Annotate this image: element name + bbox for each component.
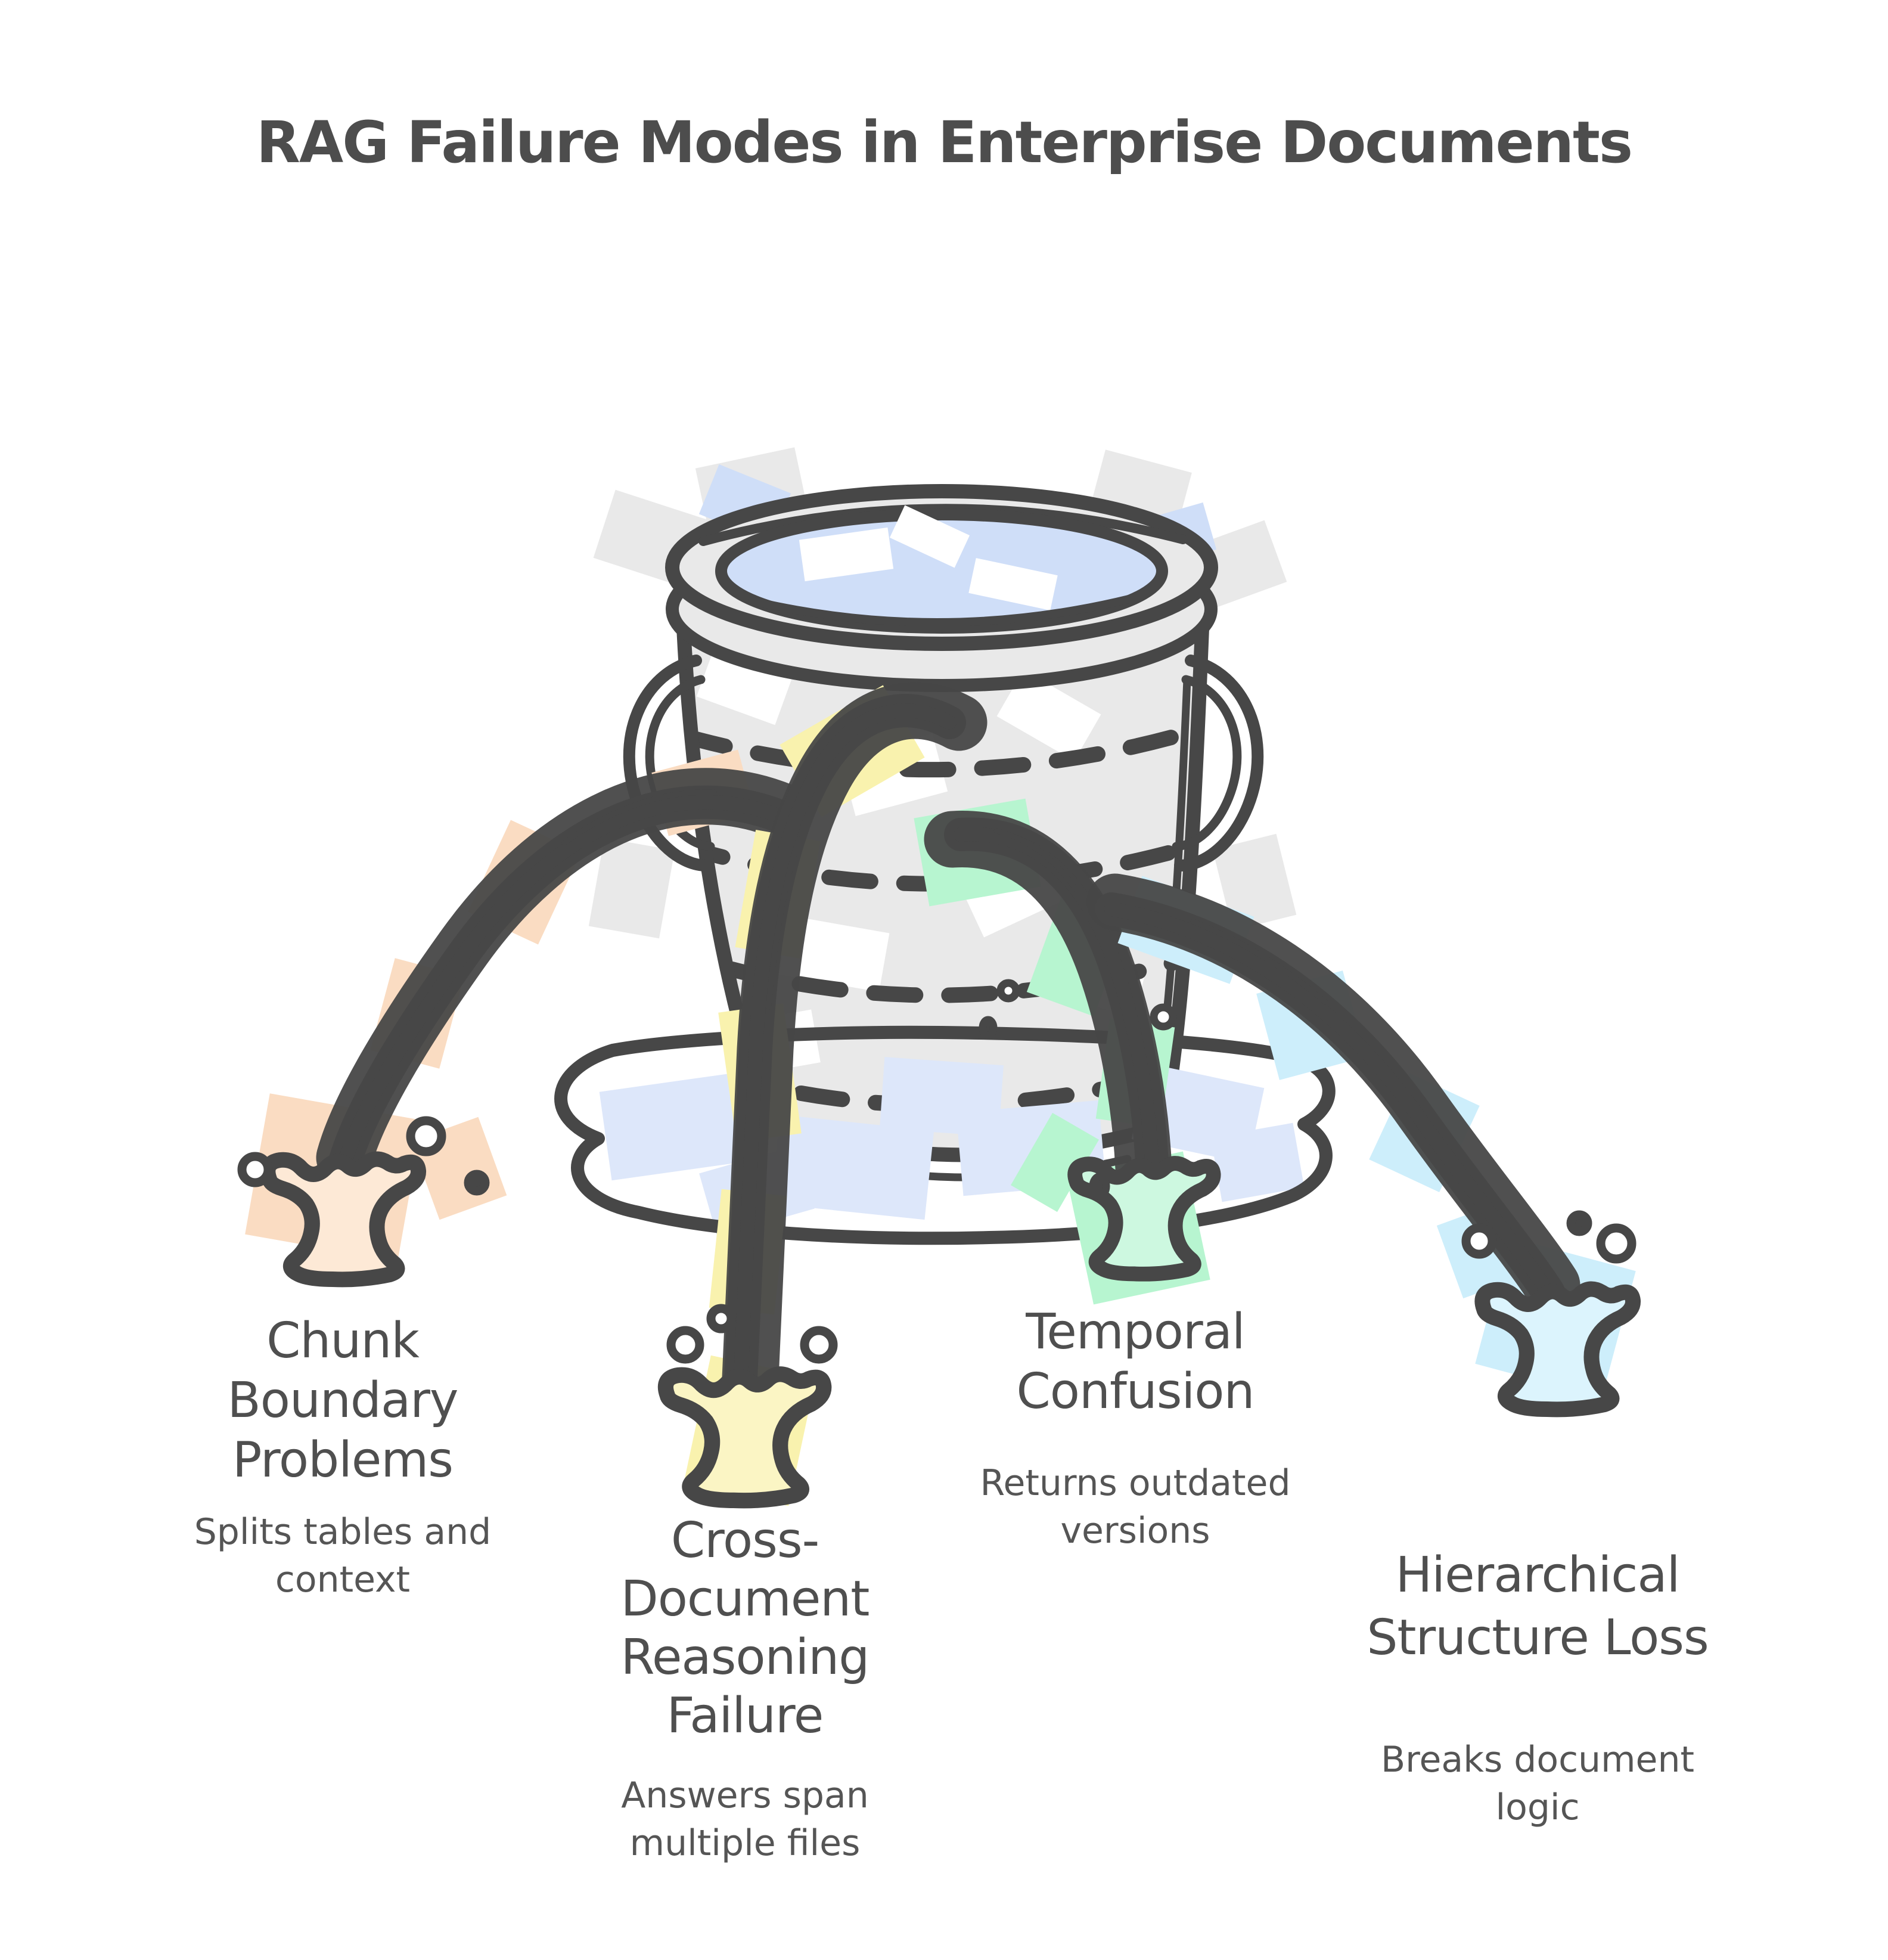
- stream-temporal-confusion: [914, 798, 1213, 1305]
- failure-label-chunk-boundary: Chunk Boundary Problems Splits tables an…: [194, 1313, 492, 1601]
- failure-label-temporal-confusion: Temporal Confusion Returns outdated vers…: [980, 1304, 1290, 1552]
- droplets-temporal-confusion: [979, 979, 1177, 1200]
- stream-cross-document: [666, 682, 988, 1506]
- stream-chunk-boundary: [237, 749, 812, 1279]
- droplets-cross-document: [666, 1304, 838, 1364]
- droplets-chunk-boundary: [237, 1116, 490, 1196]
- failure-subtitle-line: context: [275, 1559, 410, 1601]
- water-surface: [715, 505, 1168, 634]
- failure-title-line: Hierarchical: [1396, 1547, 1680, 1604]
- failure-title-line: Boundary: [228, 1372, 458, 1429]
- failure-subtitle-line: Returns outdated: [980, 1462, 1290, 1504]
- failure-title-line: Chunk: [266, 1313, 420, 1369]
- droplets-hierarchical-loss: [1461, 1210, 1637, 1264]
- failure-label-cross-document: Cross- Document Reasoning Failure Answer…: [621, 1512, 870, 1864]
- failure-subtitle-line: Splits tables and: [194, 1511, 492, 1553]
- failure-title-line: Cross-: [671, 1512, 819, 1569]
- failure-title-line: Document: [621, 1571, 870, 1627]
- failure-title-line: Temporal: [1025, 1304, 1244, 1360]
- failure-subtitle-line: versions: [1060, 1510, 1210, 1552]
- diagram-title: RAG Failure Modes in Enterprise Document…: [256, 109, 1632, 176]
- failure-title-line: Structure Loss: [1367, 1609, 1708, 1666]
- failure-title-line: Reasoning: [621, 1629, 870, 1686]
- failure-title-line: Problems: [232, 1432, 453, 1488]
- failure-label-hierarchical-loss: Hierarchical Structure Loss Breaks docum…: [1367, 1547, 1709, 1828]
- stream-hierarchical-loss: [1086, 873, 1637, 1409]
- bucket-handle-right: [1172, 655, 1264, 872]
- failure-subtitle-line: Breaks document: [1381, 1739, 1694, 1781]
- failure-subtitle-line: Answers span: [621, 1775, 868, 1816]
- failure-title-line: Confusion: [1017, 1363, 1254, 1420]
- failure-subtitle-line: logic: [1495, 1787, 1579, 1828]
- failure-title-line: Failure: [667, 1688, 824, 1744]
- failure-subtitle-line: multiple files: [630, 1822, 861, 1864]
